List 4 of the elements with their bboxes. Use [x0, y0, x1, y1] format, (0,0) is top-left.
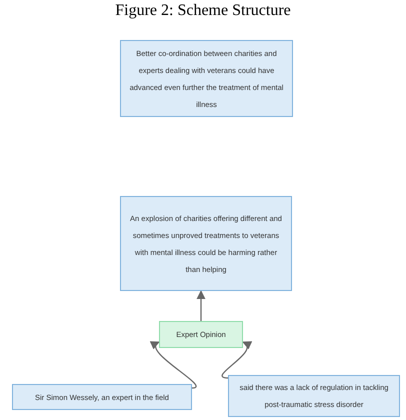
arrow: [222, 341, 252, 379]
arrow: [150, 341, 196, 389]
figure-title: Figure 2: Scheme Structure: [114, 2, 292, 20]
arrow: [196, 290, 206, 321]
